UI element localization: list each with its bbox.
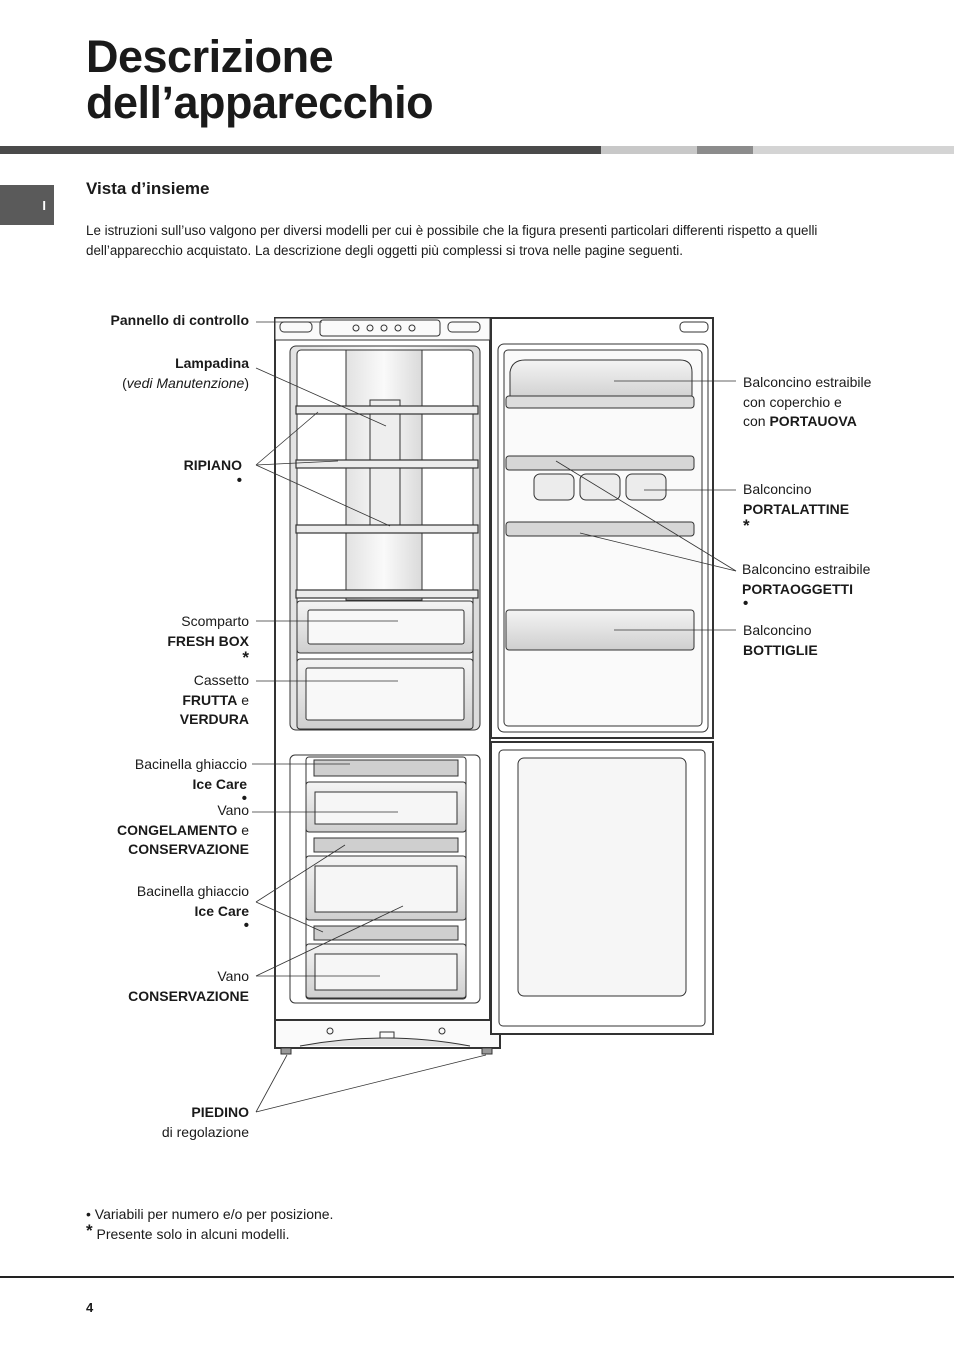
label-balc3-line1: Balconcino estraibile <box>742 561 871 577</box>
label-balc4-line1: Balconcino <box>743 622 812 638</box>
label-fresh-box-text: FRESH BOX <box>167 632 249 649</box>
footnote-2: * Presente solo in alcuni modelli. <box>86 1221 333 1244</box>
footnote-1-mark: • <box>86 1206 91 1222</box>
language-tab: I <box>0 185 54 225</box>
label-balc1-line3: con PORTAUOVA <box>743 412 871 432</box>
label-piedino-title: PIEDINO <box>191 1104 249 1120</box>
label-e: e <box>241 691 249 708</box>
label-portauova: PORTAUOVA <box>769 413 857 429</box>
label-bottiglie: BOTTIGLIE <box>743 641 818 658</box>
control-panel <box>319 319 441 337</box>
label-cassetto: Cassetto FRUTTA e VERDURA <box>180 671 249 730</box>
label-frutta-line: FRUTTA e <box>180 691 249 711</box>
asterisk-mark: * <box>743 516 750 535</box>
label-fresh-box: Scomparto FRESH BOX* <box>167 612 249 667</box>
header-bar-light-2 <box>753 146 954 154</box>
label-lampadina: Lampadina (vedi Manutenzione) <box>122 354 249 393</box>
label-verdura: VERDURA <box>179 711 249 727</box>
label-vano-2-title: Vano <box>217 968 249 984</box>
label-ice-care-1: Ice Care <box>192 775 247 792</box>
label-balconcino-portalattine: Balconcino PORTALATTINE* <box>743 480 850 535</box>
label-e-2: e <box>241 821 249 838</box>
label-ripiano-text: RIPIANO <box>183 457 242 473</box>
page-title: Descrizione dell’apparecchio <box>86 31 434 128</box>
footnote-2-mark: * <box>86 1221 93 1240</box>
label-ice-care-1-line: Ice Care• <box>135 775 247 807</box>
label-cassetto-title: Cassetto <box>193 672 249 688</box>
asterisk-mark: * <box>242 648 249 667</box>
bullet-mark: • <box>236 471 242 489</box>
label-balc1-line2: con coperchio e <box>743 393 842 410</box>
title-line-1: Descrizione <box>86 31 334 82</box>
label-vedi-manutenzione: vedi Manutenzione <box>126 374 245 391</box>
bullet-mark: • <box>243 917 249 934</box>
label-ripiano: RIPIANO• <box>183 456 242 489</box>
label-balc1-line1: Balconcino estraibile <box>743 374 872 390</box>
label-portaoggetti: PORTAOGGETTI <box>742 580 853 597</box>
label-scomparto: Scomparto <box>181 613 249 629</box>
label-portaoggetti-line: PORTAOGGETTI• <box>742 580 870 612</box>
label-portalattine-line: PORTALATTINE* <box>743 500 850 535</box>
label-balconcino-portaoggetti: Balconcino estraibile PORTAOGGETTI• <box>742 560 871 612</box>
footnote-2-text: Presente solo in alcuni modelli. <box>96 1226 290 1242</box>
label-bacinella-1: Bacinella ghiaccio Ice Care• <box>134 755 247 807</box>
label-balconcino-bottiglie: Balconcino BOTTIGLIE <box>743 621 818 660</box>
label-balc2-line1: Balconcino <box>743 481 812 497</box>
footnote-1-text: Variabili per numero e/o per posizione. <box>94 1206 334 1222</box>
shelves <box>295 405 479 599</box>
label-regolazione: di regolazione <box>161 1123 249 1140</box>
header-bar-dark <box>0 146 601 154</box>
label-lampadina-note: (vedi Manutenzione) <box>122 374 249 394</box>
label-congelamento: CONGELAMENTO <box>117 821 238 838</box>
header-bar-mid <box>697 146 753 154</box>
label-lampadina-title: Lampadina <box>175 355 249 371</box>
label-con: con <box>743 413 766 429</box>
paren-close: ) <box>244 374 249 391</box>
bullet-mark: • <box>241 790 247 807</box>
label-ice-care-2-line: Ice Care• <box>137 902 249 934</box>
label-ice-care-2: Ice Care <box>194 902 249 919</box>
footnote-1: • Variabili per numero e/o per posizione… <box>86 1204 333 1224</box>
section-title: Vista d’insieme <box>86 179 210 198</box>
intro-text: Le istruzioni sull’uso valgono per diver… <box>86 223 818 258</box>
label-pannello: Pannello di controllo <box>110 312 249 328</box>
footnotes: • Variabili per numero e/o per posizione… <box>86 1204 333 1244</box>
leader-lines <box>252 321 737 1113</box>
label-conservazione-2: CONSERVAZIONE <box>128 987 249 1004</box>
label-vano-1-title: Vano <box>217 802 249 818</box>
label-frutta: FRUTTA <box>182 691 238 708</box>
bullet-mark: • <box>743 595 749 612</box>
label-vano-1: Vano CONGELAMENTO e CONSERVAZIONE <box>117 801 249 860</box>
label-bacinella-2-title: Bacinella ghiaccio <box>136 883 249 899</box>
header-bar-light <box>601 146 697 154</box>
label-balconcino-portauova: Balconcino estraibile con coperchio e co… <box>743 373 871 432</box>
label-vano-2: Vano CONSERVAZIONE <box>128 967 249 1006</box>
label-bacinella-1-title: Bacinella ghiaccio <box>134 756 247 772</box>
label-piedino: PIEDINO di regolazione <box>162 1103 249 1142</box>
label-congelamento-line: CONGELAMENTO e <box>117 821 249 841</box>
page-number: 4 <box>86 1300 94 1315</box>
label-conservazione-1: CONSERVAZIONE <box>128 841 249 857</box>
label-fresh-box-line: FRESH BOX* <box>167 632 249 667</box>
label-bacinella-2: Bacinella ghiaccio Ice Care• <box>136 882 249 934</box>
paren-open: ( <box>122 374 127 391</box>
title-line-2: dell’apparecchio <box>86 77 434 128</box>
footer-rule <box>0 1276 954 1278</box>
label-portalattine: PORTALATTINE <box>743 500 850 517</box>
